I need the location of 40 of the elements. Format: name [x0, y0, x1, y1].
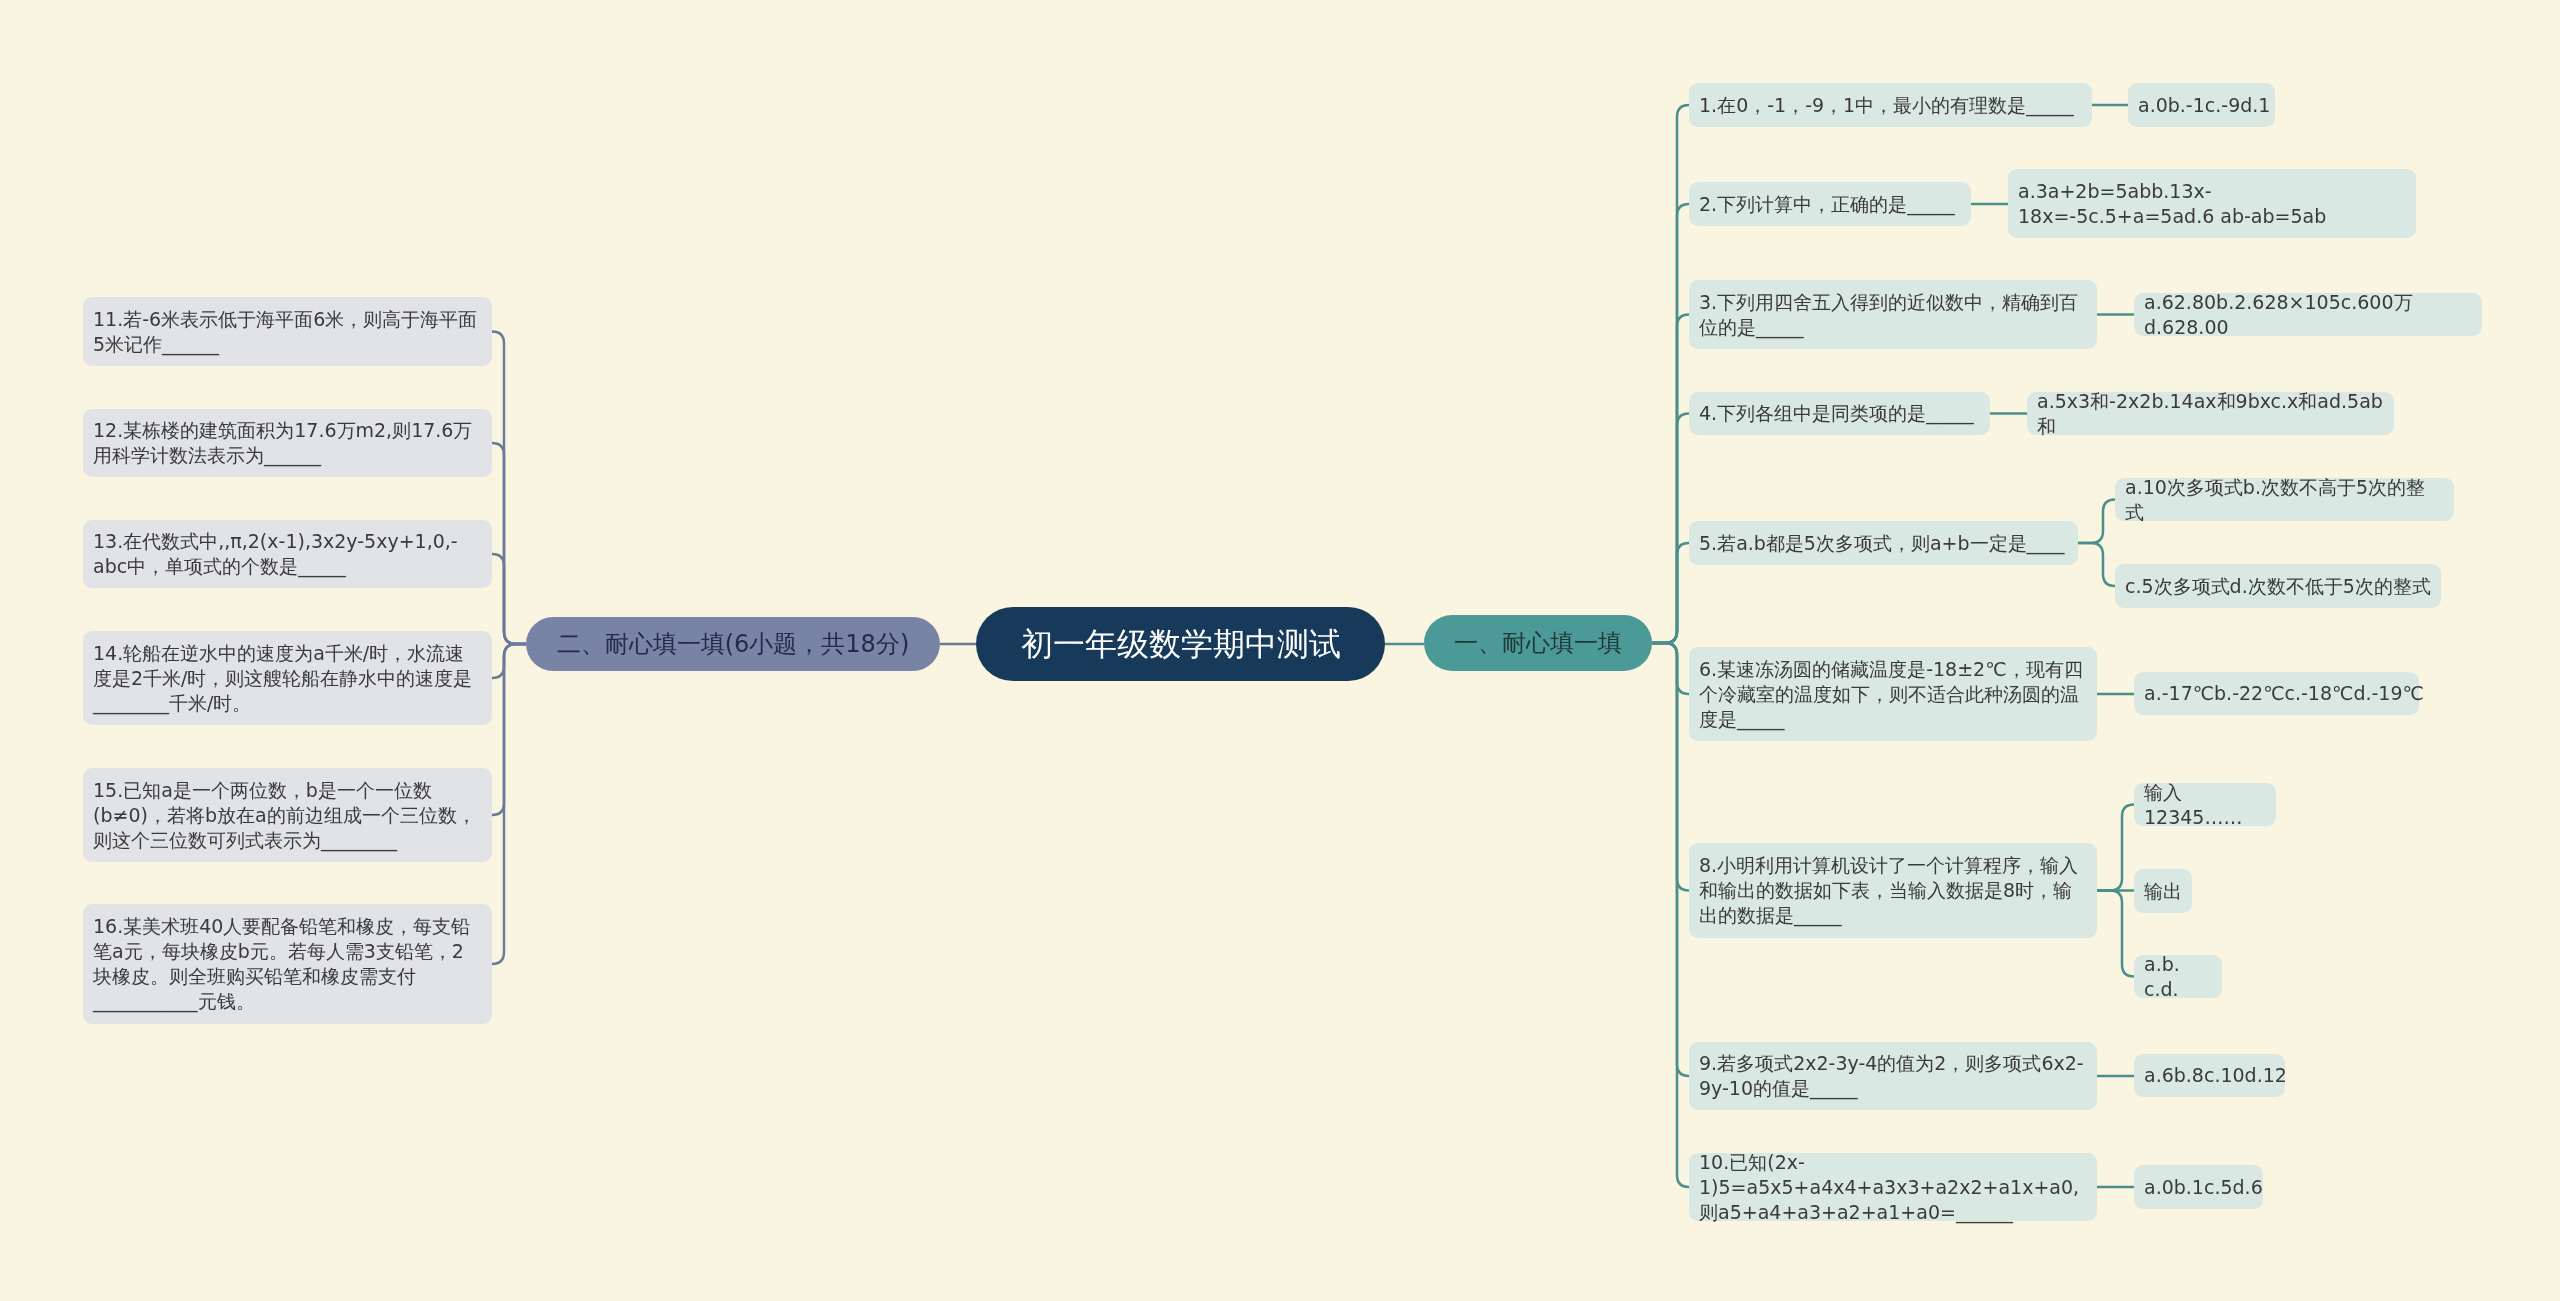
answer-box: a.0b.-1c.-9d.1 — [2128, 83, 2275, 127]
question-box: 8.小明利用计算机设计了一个计算程序，输入和输出的数据如下表，当输入数据是8时，输出的数据是_____ — [1689, 843, 2097, 938]
connector-line — [2097, 1074, 2134, 1078]
question-box: 12.某栋楼的建筑面积为17.6万m2,则17.6万用科学计数法表示为______ — [83, 409, 492, 477]
answer-box: 输入12345…… — [2134, 783, 2276, 826]
topic-box: 初一年级数学期中测试 — [976, 607, 1385, 681]
connector-line — [940, 642, 976, 646]
connector-line — [2097, 1185, 2134, 1189]
question-box: 14.轮船在逆水中的速度为a千米/时，水流速度是2千米/时，则这艘轮船在静水中的速度是________千米/时。 — [83, 631, 492, 725]
connector-line — [1990, 412, 2027, 415]
question-box: 15.已知a是一个两位数，b是一个一位数(b≠0)，若将b放在a的前边组成一个三位数，则这个三位数可列式表示为________ — [83, 768, 492, 862]
question-box: 11.若-6米表示低于海平面6米，则高于海平面5米记作______ — [83, 297, 492, 366]
question-box: 1.在0，-1，-9，1中，最小的有理数是_____ — [1689, 83, 2092, 127]
question-box: 2.下列计算中，正确的是_____ — [1689, 182, 1971, 226]
answer-box: a.b. c.d. — [2134, 955, 2222, 998]
connector-line — [2097, 692, 2134, 696]
answer-box: a.3a+2b=5abb.13x-18x=-5c.5+a=5ad.6 ab-ab=5ab — [2008, 169, 2416, 238]
connector-line — [1971, 202, 2008, 206]
connector-line — [2097, 889, 2136, 978]
answer-box: 输出 — [2134, 869, 2192, 913]
answer-box: a.0b.1c.5d.6 — [2134, 1165, 2263, 1209]
answer-box: a.10次多项式b.次数不高于5次的整式 — [2115, 478, 2454, 521]
question-box: 9.若多项式2x2-3y-4的值为2，则多项式6x2-9y-10的值是_____ — [1689, 1042, 2097, 1110]
question-box: 13.在代数式中,,π,2(x-1),3x2y-5xy+1,0,-abc中，单项式的个数是_____ — [83, 520, 492, 588]
connector-line — [490, 642, 526, 966]
connector-line — [2092, 103, 2128, 107]
answer-box: a.62.80b.2.628×105c.600万d.628.00 — [2134, 293, 2482, 336]
answer-box: c.5次多项式d.次数不低于5次的整式 — [2115, 564, 2441, 608]
connector-line — [1385, 642, 1424, 646]
question-box: 6.某速冻汤圆的储藏温度是-18±2℃，现有四个冷藏室的温度如下，则不适合此种汤圆的温度是_____ — [1689, 647, 2097, 741]
answer-box: a.6b.8c.10d.12 — [2134, 1054, 2285, 1097]
question-box: 3.下列用四舍五入得到的近似数中，精确到百位的是_____ — [1689, 280, 2097, 349]
connector-line — [2097, 313, 2134, 316]
question-box: 5.若a.b都是5次多项式，则a+b一定是____ — [1689, 521, 2078, 565]
branch-box: 二、耐心填一填(6小题，共18分) — [526, 617, 940, 671]
question-box: 4.下列各组中是同类项的是_____ — [1689, 392, 1990, 435]
question-box: 16.某美术班40人要配备铅笔和橡皮，每支铅笔a元，每块橡皮b元。若每人需3支铅笔，2块橡皮。则全班购买铅笔和橡皮需支付___________元钱。 — [83, 904, 492, 1024]
connector-line — [2078, 541, 2117, 588]
answer-box: a.5x3和-2x2b.14ax和9bxc.x和ad.5ab和 — [2027, 392, 2394, 435]
branch-box: 一、耐心填一填 — [1424, 615, 1652, 671]
